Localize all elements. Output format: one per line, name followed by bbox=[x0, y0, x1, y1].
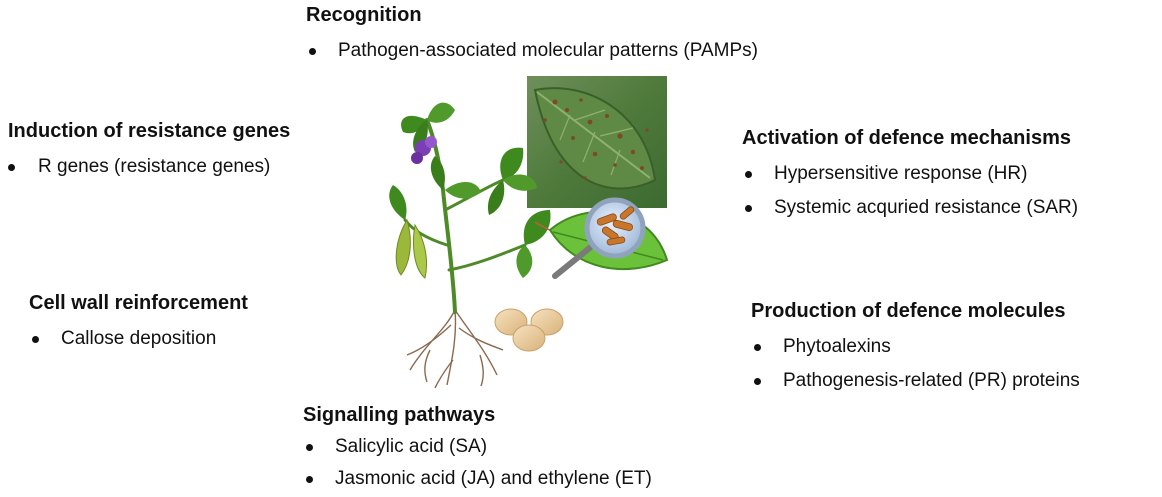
list-item: Salicylic acid (SA) bbox=[303, 435, 652, 459]
induction-title: Induction of resistance genes bbox=[8, 120, 291, 142]
pod-icon bbox=[395, 218, 428, 279]
list-item: Hypersensitive response (HR) bbox=[742, 162, 1078, 186]
list-item: Pathogen-associated molecular patterns (… bbox=[306, 39, 758, 63]
list-item: Pathogenesis-related (PR) proteins bbox=[751, 369, 1080, 393]
flower-icon bbox=[411, 136, 437, 164]
soybean-seeds-icon bbox=[494, 308, 564, 352]
induction-list: R genes (resistance genes) bbox=[8, 155, 290, 179]
bullet-icon bbox=[8, 164, 15, 171]
magnifier-bacteria-icon bbox=[548, 197, 669, 279]
recognition-section: Recognition Pathogen-associated molecula… bbox=[306, 3, 758, 63]
induction-section: Induction of resistance genes R genes (r… bbox=[8, 119, 290, 179]
activation-title: Activation of defence mechanisms bbox=[742, 127, 1071, 149]
list-item: R genes (resistance genes) bbox=[8, 155, 290, 179]
bullet-icon bbox=[306, 444, 313, 451]
bullet-icon bbox=[309, 48, 316, 55]
bullet-icon bbox=[306, 476, 313, 483]
bullet-icon bbox=[745, 205, 752, 212]
bullet-icon bbox=[745, 171, 752, 178]
list-item: Systemic acquried resistance (SAR) bbox=[742, 196, 1078, 220]
cell-wall-section: Cell wall reinforcement Callose depositi… bbox=[29, 291, 248, 351]
bullet-icon bbox=[754, 378, 761, 385]
list-item: Jasmonic acid (JA) and ethylene (ET) bbox=[303, 467, 652, 491]
cell-wall-list: Callose deposition bbox=[29, 327, 248, 351]
diseased-leaf-photo bbox=[527, 76, 667, 208]
list-item: Phytoalexins bbox=[751, 335, 1080, 359]
illustration bbox=[389, 76, 669, 389]
roots bbox=[406, 309, 504, 389]
production-section: Production of defence molecules Phytoale… bbox=[751, 299, 1080, 393]
recognition-title: Recognition bbox=[306, 4, 422, 26]
soybean-plant-icon bbox=[389, 102, 551, 279]
signalling-list: Salicylic acid (SA) Jasmonic acid (JA) a… bbox=[303, 435, 652, 491]
signalling-title: Signalling pathways bbox=[303, 404, 496, 426]
recognition-list: Pathogen-associated molecular patterns (… bbox=[306, 39, 758, 63]
bullet-icon bbox=[754, 344, 761, 351]
activation-list: Hypersensitive response (HR) Systemic ac… bbox=[742, 162, 1078, 220]
cell-wall-title: Cell wall reinforcement bbox=[29, 292, 248, 314]
list-item: Callose deposition bbox=[29, 327, 248, 351]
production-list: Phytoalexins Pathogenesis-related (PR) p… bbox=[751, 335, 1080, 393]
activation-section: Activation of defence mechanisms Hyperse… bbox=[742, 126, 1078, 220]
production-title: Production of defence molecules bbox=[751, 300, 1066, 322]
signalling-section: Signalling pathways Salicylic acid (SA) … bbox=[303, 403, 652, 491]
bullet-icon bbox=[32, 336, 39, 343]
